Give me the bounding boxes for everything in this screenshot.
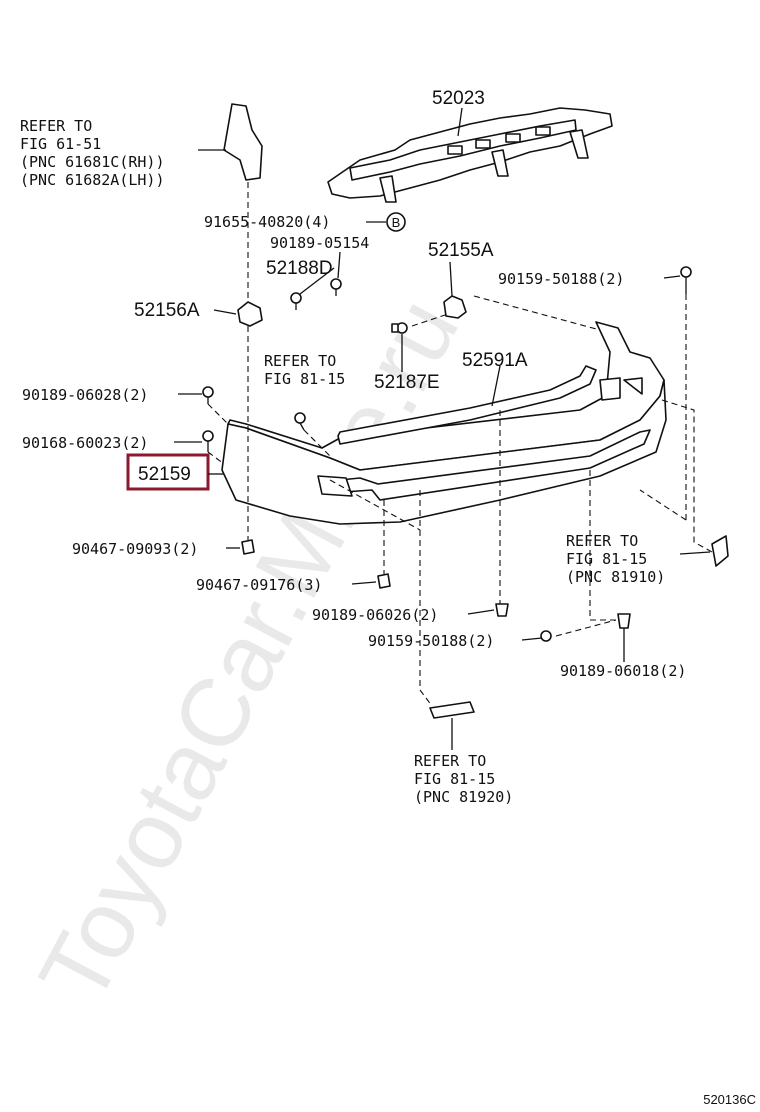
label-90189-06028: 90189-06028(2) — [22, 386, 148, 404]
ref-61-51-line2: FIG 61-51 — [20, 135, 101, 153]
ref-81910-line3: (PNC 81910) — [566, 568, 665, 586]
label-90467-09176: 90467-09176(3) — [196, 576, 322, 594]
callout-marker-circle — [386, 212, 406, 232]
bolt-90159-50188-bottom[interactable] — [540, 630, 552, 642]
clip-90467-09176[interactable] — [377, 573, 391, 589]
reflector-81910[interactable] — [711, 535, 729, 567]
bumper-cover-52159[interactable] — [221, 321, 667, 525]
ref-81-15-mid-line1: REFER TO — [264, 352, 336, 370]
label-90189-05154: 90189-05154 — [270, 234, 369, 252]
label-90168-60023: 90168-60023(2) — [22, 434, 148, 452]
label-90467-09093: 90467-09093(2) — [72, 540, 198, 558]
clip-90189-06028[interactable] — [202, 386, 214, 404]
clip-52155A[interactable] — [443, 295, 467, 319]
label-91655-40820: 91655-40820(4) — [204, 213, 330, 231]
label-90189-06018: 90189-06018(2) — [560, 662, 686, 680]
label-90159-50188-bottom: 90159-50188(2) — [368, 632, 494, 650]
screw-90168-60023[interactable] — [202, 430, 214, 452]
label-90159-50188-top: 90159-50188(2) — [498, 270, 624, 288]
ref-81920-line3: (PNC 81920) — [414, 788, 513, 806]
label-90189-06026: 90189-06026(2) — [312, 606, 438, 624]
leader-lines — [174, 149, 711, 750]
label-52591A: 52591A — [462, 350, 528, 371]
ref-81910-line2: FIG 81-15 — [566, 550, 647, 568]
label-52156A: 52156A — [134, 300, 200, 321]
dashed-guides — [207, 182, 713, 707]
label-52188D: 52188D — [266, 258, 333, 279]
ref-81910-line1: REFER TO — [566, 532, 638, 550]
reflector-81920[interactable] — [429, 701, 475, 719]
screw-90189-05154[interactable] — [330, 278, 342, 296]
label-52159: 52159 — [138, 464, 191, 485]
clip-52156A[interactable] — [237, 301, 263, 327]
clip-90189-06018[interactable] — [617, 613, 631, 629]
ref-61-51-line3: (PNC 61681C(RH)) — [20, 153, 165, 171]
ref-61-51-line4: (PNC 61682A(LH)) — [20, 171, 165, 189]
label-52155A: 52155A — [428, 240, 494, 261]
ref-81-15-mid-line2: FIG 81-15 — [264, 370, 345, 388]
ref-61-51-line1: REFER TO — [20, 117, 92, 135]
screw-52188D[interactable] — [290, 292, 302, 310]
ref-81920-line2: FIG 81-15 — [414, 770, 495, 788]
ref-81920-line1: REFER TO — [414, 752, 486, 770]
bolt-90159-50188-top[interactable] — [680, 266, 692, 294]
label-52187E: 52187E — [374, 372, 440, 393]
clip-52187E[interactable] — [391, 322, 408, 334]
label-52023: 52023 — [432, 88, 485, 109]
bumper-reinforcement-52023[interactable] — [223, 103, 613, 203]
clip-90189-06026[interactable] — [495, 603, 509, 617]
callout-marker-b: B — [392, 215, 401, 230]
figure-code: 520136C — [703, 1092, 756, 1107]
clip-top-bolt[interactable] — [294, 412, 306, 431]
step-pad-52591A[interactable] — [337, 365, 597, 445]
clip-90467-09093[interactable] — [241, 539, 255, 555]
highlight-box-52159 — [126, 453, 210, 491]
